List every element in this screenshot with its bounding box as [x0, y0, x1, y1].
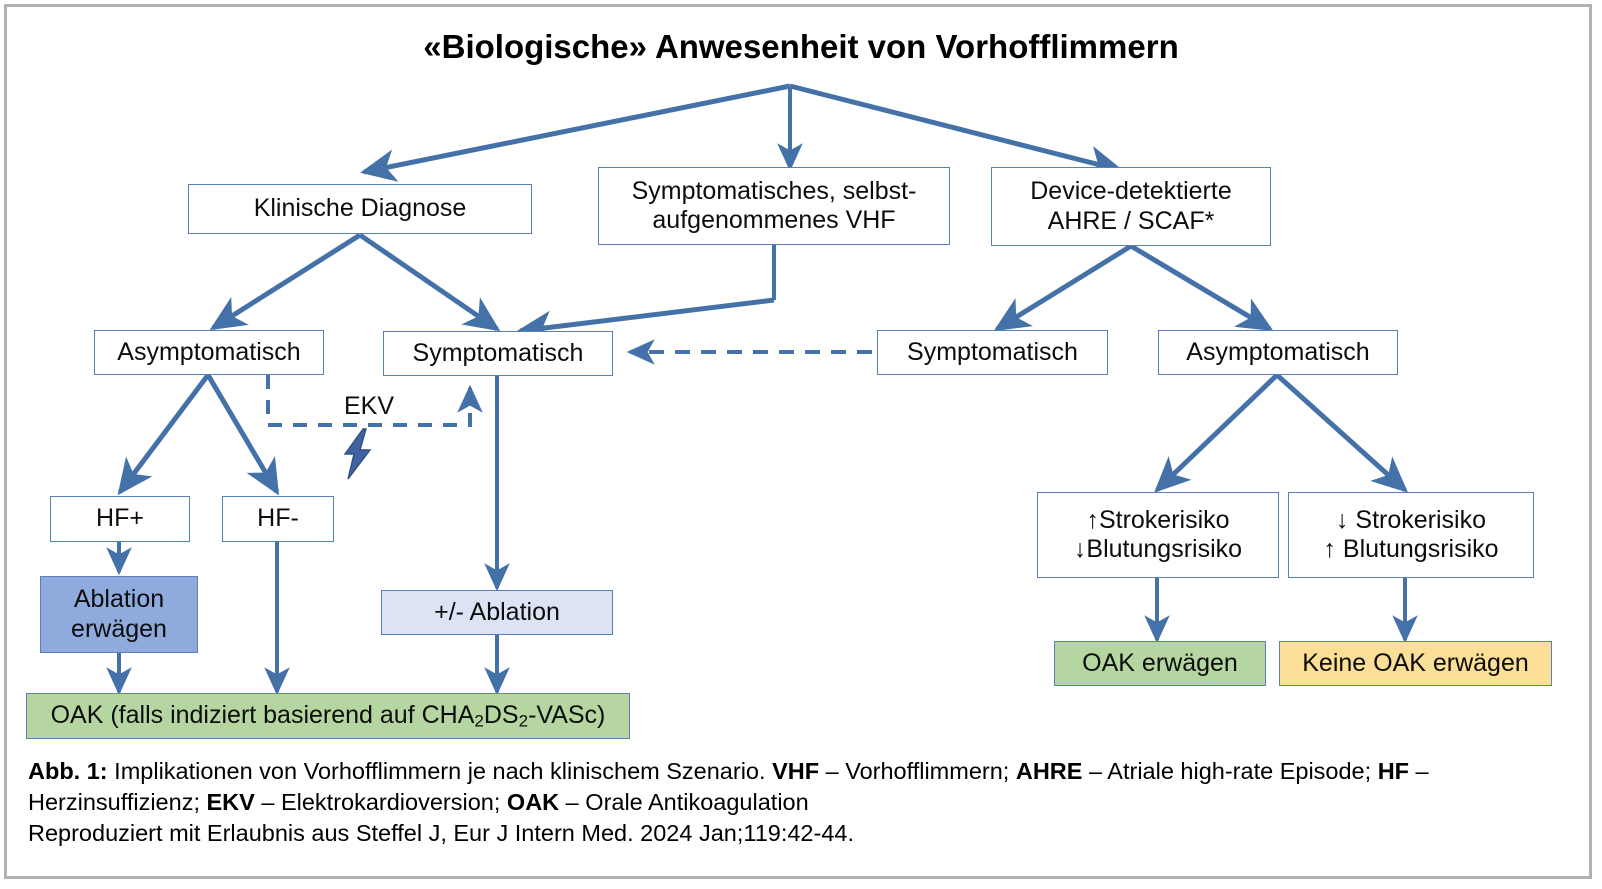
node-label-line2: aufgenommenes VHF	[652, 206, 896, 234]
node-label: Symptomatisch	[907, 337, 1078, 366]
caption-abbr-hf: HF	[1377, 758, 1410, 784]
node-label: OAK erwägen	[1082, 648, 1238, 677]
node-label-line2: erwägen	[71, 614, 167, 643]
node-oak-erwaegen[interactable]: OAK erwägen	[1054, 641, 1266, 686]
node-plus-minus-ablation[interactable]: +/- Ablation	[381, 590, 613, 635]
node-klinische-diagnose[interactable]: Klinische Diagnose	[188, 184, 532, 234]
caption-abbr-ahre: AHRE	[1015, 758, 1083, 784]
caption-text-6: – Orale Antikoagulation	[559, 789, 809, 816]
node-hf-minus[interactable]: HF-	[222, 496, 334, 542]
node-hf-plus[interactable]: HF+	[50, 496, 190, 542]
node-keine-oak-erwaegen[interactable]: Keine OAK erwägen	[1279, 641, 1552, 686]
node-device-detektierte-ahre-scaf[interactable]: Device-detektierte AHRE / SCAF*	[991, 167, 1271, 246]
subscript-2-a: 2	[474, 711, 484, 731]
node-label-line2: ↑ Blutungsrisiko	[1323, 535, 1499, 563]
caption-abbr-ekv: EKV	[206, 789, 255, 816]
caption-text-1: Implikationen von Vorhofflimmern je nach…	[107, 758, 773, 784]
node-label: OAK (falls indiziert basierend auf CHA2D…	[50, 700, 606, 731]
caption-abbr-vhf: VHF	[772, 758, 820, 784]
node-symptomatisches-selbstaufgenommenes-vhf[interactable]: Symptomatisches, selbst- aufgenommenes V…	[598, 167, 950, 245]
edge-label-ekv: EKV	[340, 392, 399, 421]
node-label-line1: Device-detektierte	[1030, 177, 1232, 205]
caption-label: Abb. 1:	[28, 758, 108, 784]
node-risiko-down-stroke-up-bleeding[interactable]: ↓ Strokerisiko ↑ Blutungsrisiko	[1288, 492, 1534, 578]
node-asymptomatisch-left[interactable]: Asymptomatisch	[94, 330, 324, 375]
figure-title: «Biologische» Anwesenheit von Vorhofflim…	[423, 28, 1179, 65]
caption-source: Reproduziert mit Erlaubnis aus Steffel J…	[28, 820, 854, 847]
caption-abbr-oak: OAK	[506, 789, 560, 816]
node-risiko-up-stroke-down-bleeding[interactable]: ↑Strokerisiko ↓Blutungsrisiko	[1037, 492, 1279, 578]
node-label-line1: ↓ Strokerisiko	[1335, 505, 1487, 534]
node-label-line2: AHRE / SCAF*	[1047, 206, 1215, 235]
node-ablation-erwaegen[interactable]: Ablation erwägen	[40, 576, 198, 653]
node-label-line1: Ablation	[73, 585, 165, 613]
caption-text-5: – Elektrokardioversion;	[254, 789, 507, 816]
subscript-2-b: 2	[518, 711, 529, 731]
figure-caption: Abb. 1: Implikationen von Vorhofflimmern…	[28, 756, 1558, 849]
node-label-line2: ↓Blutungsrisiko	[1073, 535, 1243, 563]
node-label: HF+	[96, 504, 144, 533]
node-label-line1: ↑Strokerisiko	[1086, 505, 1230, 534]
node-label: +/- Ablation	[434, 597, 560, 626]
lightning-bolt-icon	[343, 428, 372, 480]
node-label-line1: Symptomatisches, selbst-	[631, 176, 917, 205]
node-oak-cha2ds2-vasc[interactable]: OAK (falls indiziert basierend auf CHA2D…	[26, 693, 630, 739]
node-asymptomatisch-right[interactable]: Asymptomatisch	[1158, 330, 1398, 375]
node-label: Keine OAK erwägen	[1302, 648, 1529, 677]
caption-text-2: – Vorhofflimmern;	[819, 758, 1016, 784]
node-label: Asymptomatisch	[117, 337, 301, 366]
node-label: Asymptomatisch	[1186, 337, 1370, 366]
node-symptomatisch-left[interactable]: Symptomatisch	[383, 331, 613, 376]
node-label: Symptomatisch	[412, 338, 584, 367]
caption-text-3: – Atriale high-rate Episode;	[1082, 758, 1378, 784]
caption-text-4: – Herzinsuffizienz;	[28, 758, 1429, 816]
node-label: Klinische Diagnose	[253, 194, 467, 223]
node-symptomatisch-right[interactable]: Symptomatisch	[877, 330, 1108, 375]
node-label: HF-	[257, 504, 299, 533]
